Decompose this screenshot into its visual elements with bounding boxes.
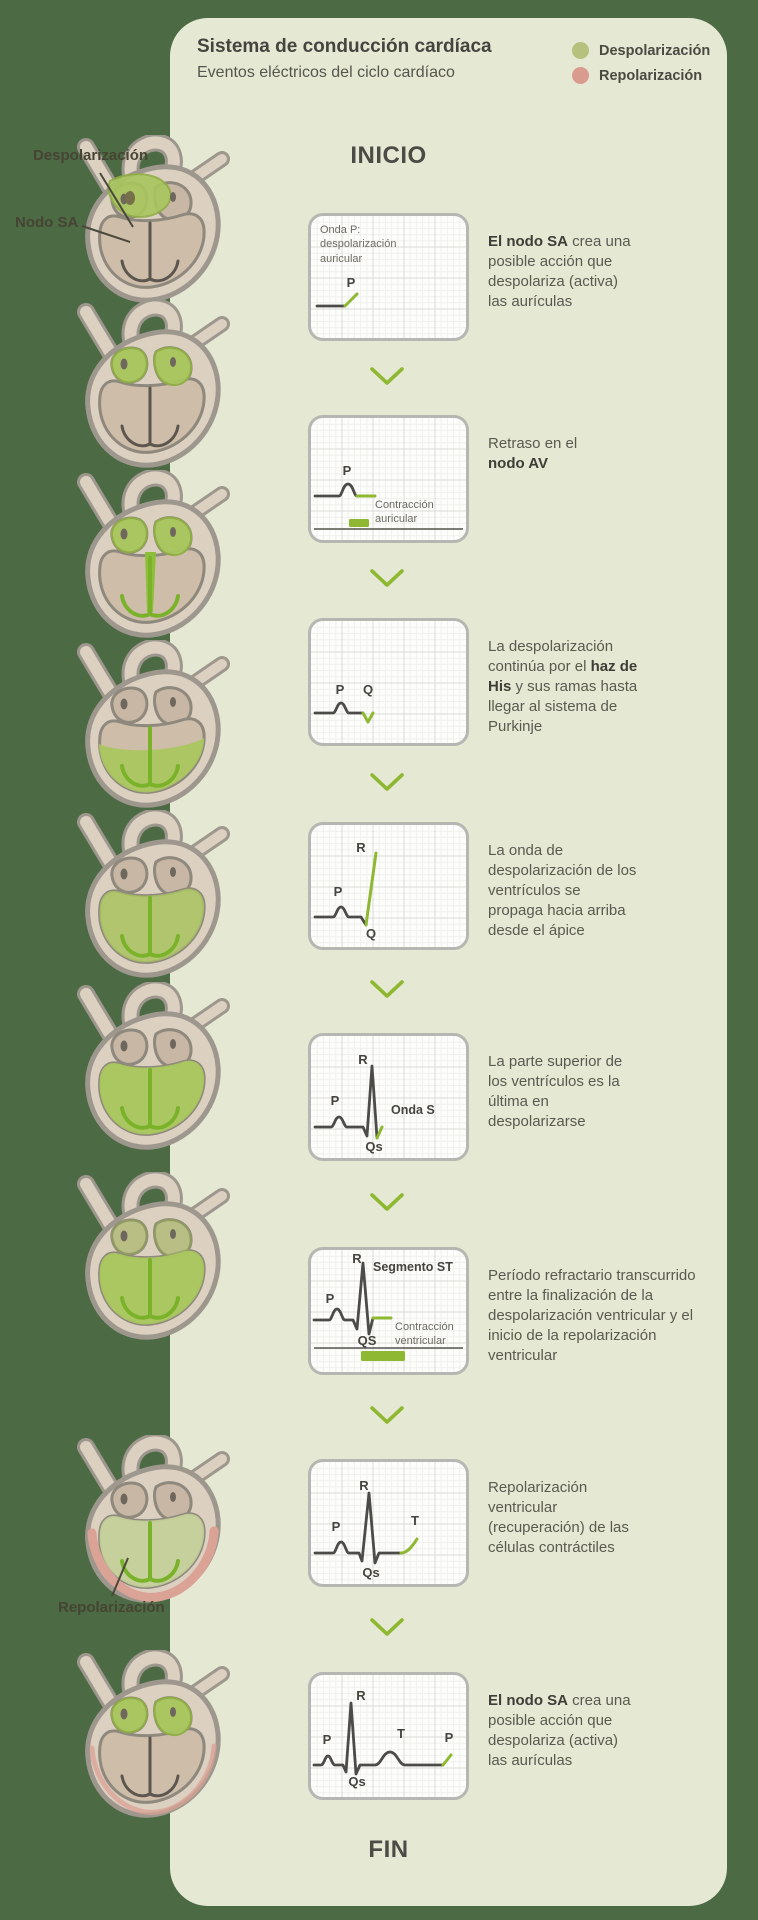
heart-illustration (52, 468, 242, 650)
chevron-down-icon (369, 1405, 405, 1427)
chevron-down-icon (369, 366, 405, 388)
step-description: Repolarización ventricular (recuperación… (488, 1479, 629, 1557)
ecg-wave-label: P (342, 463, 352, 478)
ecg-panel: P Contracción auricular (308, 415, 469, 543)
ecg-trace-highlight (441, 1753, 453, 1767)
heart-illustration (52, 980, 242, 1162)
ecg-wave-label: P (330, 1093, 340, 1108)
step-description: Retraso en el nodo AV (488, 435, 578, 473)
ecg-trace (313, 482, 359, 498)
step-description: La parte superior de los ventrículos es … (488, 1053, 623, 1131)
ecg-wave-label: P (335, 682, 345, 697)
contraction-bar (349, 519, 369, 527)
step-description: La despolarización continúa por el haz d… (488, 638, 638, 736)
ecg-panel: P Onda P: despolarización auricular (308, 213, 469, 341)
page-subtitle: Eventos eléctricos del ciclo cardíaco (197, 64, 455, 81)
ecg-panel: R P Q (308, 822, 469, 950)
ecg-trace (313, 701, 365, 715)
ecg-trace (312, 1261, 375, 1336)
step-description: La onda de despolarización de los ventrí… (488, 842, 637, 940)
heart-illustration (52, 808, 242, 990)
ecg-trace-highlight (361, 711, 375, 724)
ecg-grid (311, 418, 466, 540)
ecg-trace-highlight (375, 1125, 384, 1140)
legend: Despolarización Repolarización (572, 42, 710, 92)
ecg-grid (311, 1462, 466, 1584)
repolarizacion-dot-icon (572, 67, 589, 84)
ecg-wave-label: Q (365, 926, 377, 941)
ecg-note: Contracción auricular (375, 499, 434, 526)
ecg-wave-label: R (358, 1052, 368, 1067)
ecg-grid (311, 1036, 466, 1158)
legend-label: Repolarización (599, 67, 703, 84)
step-description: Período refractario transcurrido entre l… (488, 1267, 696, 1365)
ecg-panel: R P Qs T (308, 1459, 469, 1587)
anatomy-label-despolarizacion: Despolarización (33, 147, 149, 164)
ecg-wave-label: P (333, 884, 343, 899)
ecg-trace (312, 1701, 445, 1776)
ecg-wave-label: T (397, 1726, 405, 1741)
ecg-panel: R P QS Segmento ST Contracción ventricular (308, 1247, 469, 1375)
ecg-trace (313, 1491, 403, 1565)
heart-illustration (52, 298, 242, 480)
ecg-note: Onda P: despolarización auricular (320, 224, 397, 265)
ecg-wave-label: P (444, 1730, 454, 1745)
ecg-wave-label: R (356, 840, 366, 855)
ecg-wave-label: R (359, 1478, 369, 1493)
page-title: Sistema de conducción cardíaca (197, 36, 492, 57)
ecg-note: Onda S (391, 1103, 435, 1117)
legend-item-despolarizacion: Despolarización (572, 42, 710, 59)
ecg-trace-highlight (399, 1537, 419, 1555)
ecg-wave-label: P (322, 1732, 332, 1747)
ecg-wave-label: Qs (362, 1565, 380, 1580)
step-description: El nodo SA crea una posible acción que d… (488, 1692, 631, 1770)
ecg-wave-label: R (352, 1251, 362, 1266)
chevron-down-icon (369, 772, 405, 794)
flow-end-label: FIN (368, 1836, 409, 1863)
ecg-grid (311, 825, 466, 947)
step-description: El nodo SA crea una posible acción que d… (488, 233, 631, 311)
ecg-note: Contracción ventricular (395, 1321, 454, 1348)
ecg-wave-label: P (331, 1519, 341, 1534)
ecg-wave-label: T (411, 1513, 419, 1528)
despolarizacion-dot-icon (572, 42, 589, 59)
chevron-down-icon (369, 979, 405, 1001)
chevron-down-icon (369, 568, 405, 590)
heart-illustration (52, 638, 242, 820)
ecg-trace-highlight (364, 851, 378, 927)
ecg-panel: P R Qs T P (308, 1672, 469, 1800)
ecg-wave-label: R (356, 1688, 366, 1703)
anatomy-label-nodo-sa: Nodo SA (15, 214, 79, 231)
ecg-trace-highlight (343, 292, 359, 308)
ecg-wave-label: Q (362, 682, 374, 697)
ecg-trace (313, 1064, 379, 1140)
heart-illustration (52, 1648, 242, 1830)
contraction-bar (361, 1351, 405, 1361)
ecg-grid (311, 1675, 466, 1797)
ecg-trace (313, 905, 368, 927)
heart-illustration (52, 1170, 242, 1352)
ecg-wave-label: QS (357, 1333, 377, 1348)
ecg-wave-label: P (325, 1291, 335, 1306)
anatomy-label-repolarizacion: Repolarización (58, 1599, 165, 1616)
ecg-wave-label: Qs (365, 1139, 383, 1154)
legend-item-repolarizacion: Repolarización (572, 67, 710, 84)
ecg-grid (311, 1250, 466, 1372)
ecg-note: Segmento ST (373, 1260, 453, 1274)
ecg-wave-label: P (346, 275, 356, 290)
ecg-grid (311, 621, 466, 743)
ecg-grid (311, 216, 466, 338)
chevron-down-icon (369, 1192, 405, 1214)
chevron-down-icon (369, 1617, 405, 1639)
heart-illustration (52, 1433, 242, 1615)
ecg-wave-label: Qs (348, 1774, 366, 1789)
legend-label: Despolarización (599, 42, 711, 59)
flow-start-label: INICIO (350, 142, 427, 169)
ecg-panel: R P Qs Onda S (308, 1033, 469, 1161)
